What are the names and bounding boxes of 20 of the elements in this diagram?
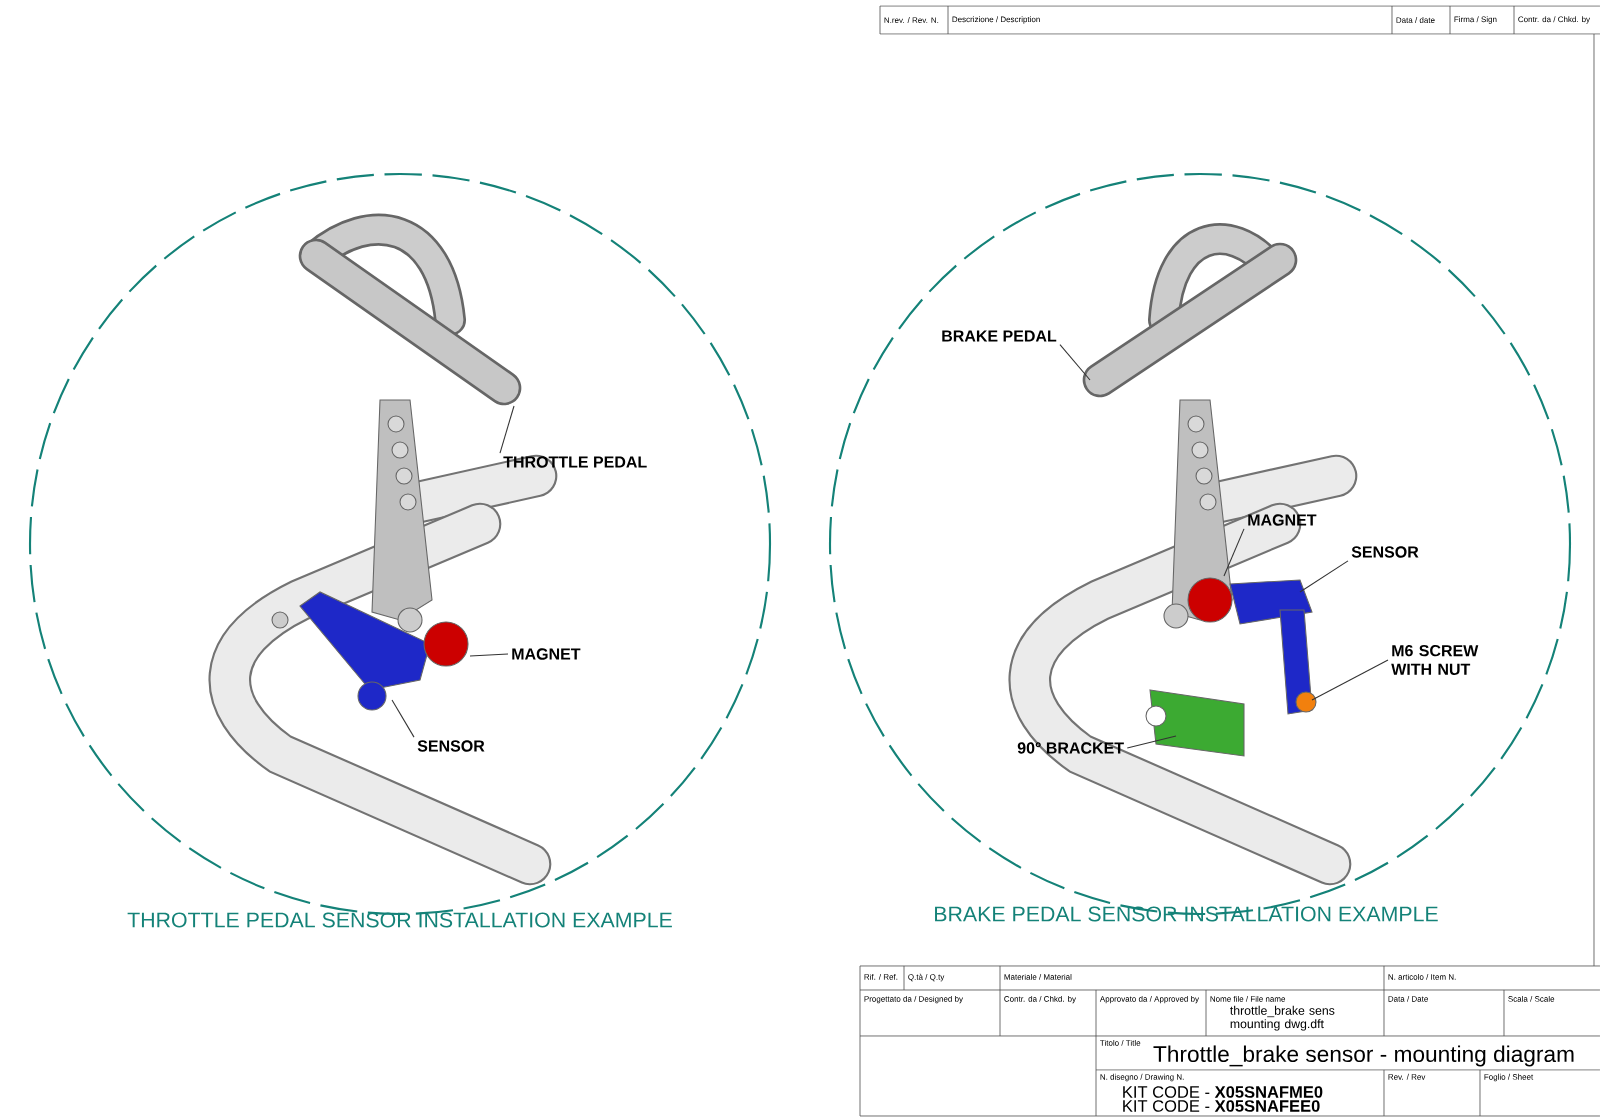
leader-line (1299, 560, 1349, 593)
caption: BRAKE PEDAL SENSOR INSTALLATION EXAMPLE (935, 906, 1438, 922)
kit-code: KIT CODE - X05SNAFME0 (1123, 1086, 1323, 1098)
kit-code: KIT CODE - X05SNAFEE0 (1123, 1100, 1320, 1112)
callout-label: MAGNET (512, 648, 581, 660)
callout-label: THROTTLE PEDAL (503, 456, 647, 468)
callout-label: MAGNET (1248, 514, 1317, 526)
leader-line (1311, 659, 1389, 701)
leader-line (1059, 344, 1091, 381)
callout-label: SENSOR (1351, 546, 1419, 558)
leader-line (469, 653, 509, 657)
leader-line (499, 405, 515, 454)
drawing-title: Throttle_brake sensor - mounting diagram (1153, 1045, 1574, 1067)
callout-label: M6 SCREW WITH NUT (1391, 645, 1479, 675)
callout-label: 90° BRACKET (1017, 742, 1124, 754)
leader-line (1223, 528, 1245, 577)
leader-line (1126, 735, 1177, 749)
callout-label: SENSOR (417, 740, 485, 752)
leader-line (391, 699, 415, 738)
callout-label: BRAKE PEDAL (942, 330, 1057, 342)
